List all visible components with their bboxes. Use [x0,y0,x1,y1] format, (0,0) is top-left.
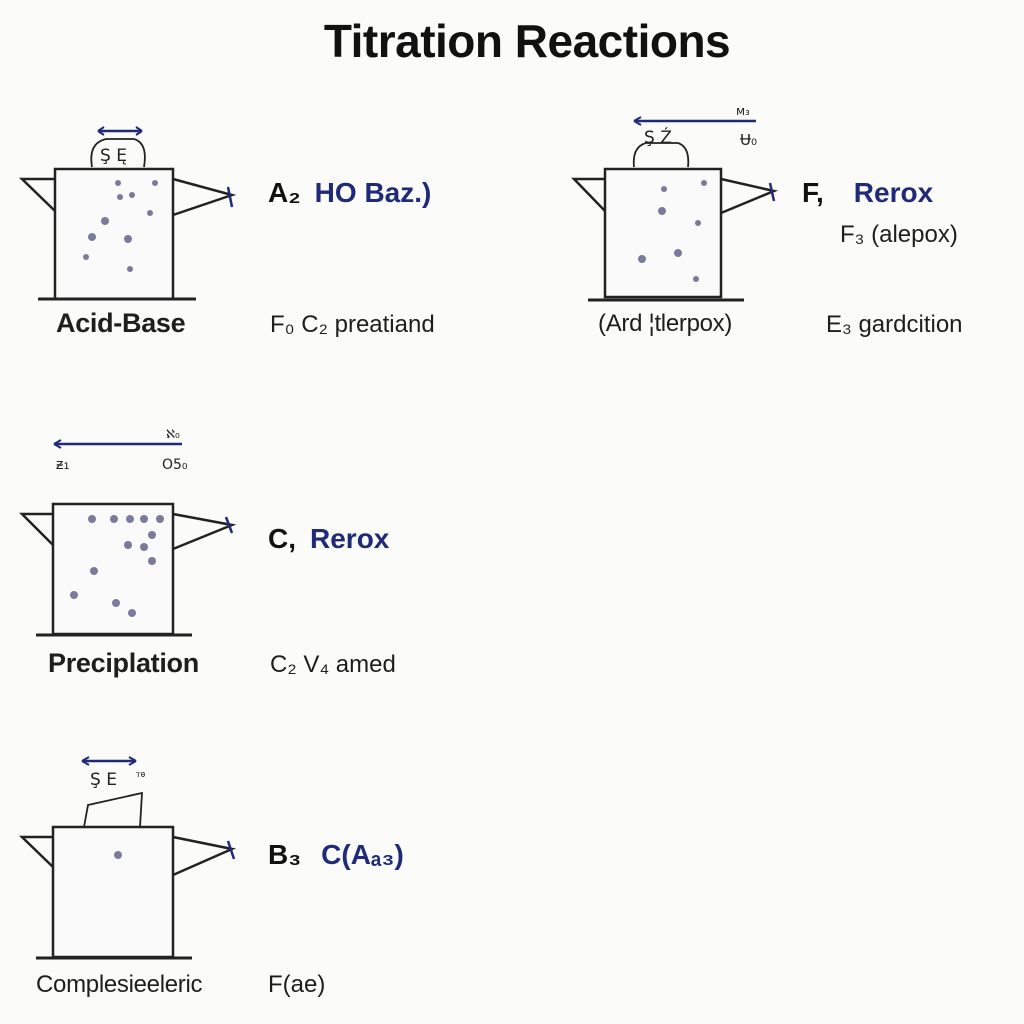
complexometric-scale-left: Ş Ε [90,770,117,790]
acid-base-note: F₀ C₂ preatiand [270,311,435,338]
complexometric-equation: B₃ C(Aₐ₃) [268,839,404,871]
precipitation-panel: ℵ₀ ᵶ₁ O5₀ Preciplation C, Rerox C₂ V₄ ame… [18,425,480,678]
acid-base-equation: A₂ HO Baz.) [268,177,431,209]
redox-code: F, [802,177,824,208]
complexometric-note: F(ae) [268,971,326,998]
complexometric-label: Complesieeleric [36,971,203,998]
redox-beaker-diagram: ᴍ₃ Ş Ź Ʉ₀ [571,104,779,302]
precipitation-scale-right: O5₀ [162,457,188,473]
acid-base-label: Acid-Base [56,308,186,338]
redox-species: Rerox [853,177,934,208]
complexometric-beaker-diagram: Ş Ε ᵀᶿ [18,756,237,960]
precipitation-label: Preciplation [48,648,199,678]
acid-base-scale-left: Ş Ę [100,146,127,166]
complexometric-panel: Ş Ε ᵀᶿ Complesieeleric B₃ C(Aₐ₃) F(ae) [18,745,480,998]
precipitation-beaker-diagram: ℵ₀ ᵶ₁ O5₀ [18,427,237,637]
redox-note: E₃ gardcition [826,311,963,338]
redox-sub: F₃ (alepox) [840,221,958,248]
redox-scale-left: Ş Ź [644,126,672,148]
acid-base-panel: Ş Ę Acid-Base A₂ HO Baz.) F₀ C₂ preatiand [18,115,480,355]
redox-panel: ᴍ₃ Ş Ź Ʉ₀ (Ard ¦tlerpox) F, Rerox F₃ (ale… [571,103,1024,343]
complexometric-species: C(Aₐ₃) [321,839,404,870]
precipitation-note: C₂ V₄ amed [270,651,396,678]
redox-scale-right: Ʉ₀ [740,131,757,149]
redox-diagram-label: (Ard ¦tlerpox) [598,310,733,337]
acid-base-beaker-diagram: Ş Ę [18,126,237,301]
precipitation-scale-top-right: ℵ₀ [166,427,180,441]
precipitation-code: C, [268,523,296,554]
redox-scale-top-right: ᴍ₃ [736,104,750,118]
page-title: Titration Reactions [323,15,731,67]
precipitation-species: Rerox [310,523,390,554]
complexometric-code: B₃ [268,839,302,870]
precipitation-equation: C, Rerox [268,523,389,555]
precipitation-scale-left: ᵶ₁ [56,455,70,473]
acid-base-species: HO Baz.) [314,177,432,208]
redox-equation: F, Rerox [802,177,933,209]
complexometric-scale-right: ᵀᶿ [135,770,146,784]
acid-base-code: A₂ [268,177,301,208]
